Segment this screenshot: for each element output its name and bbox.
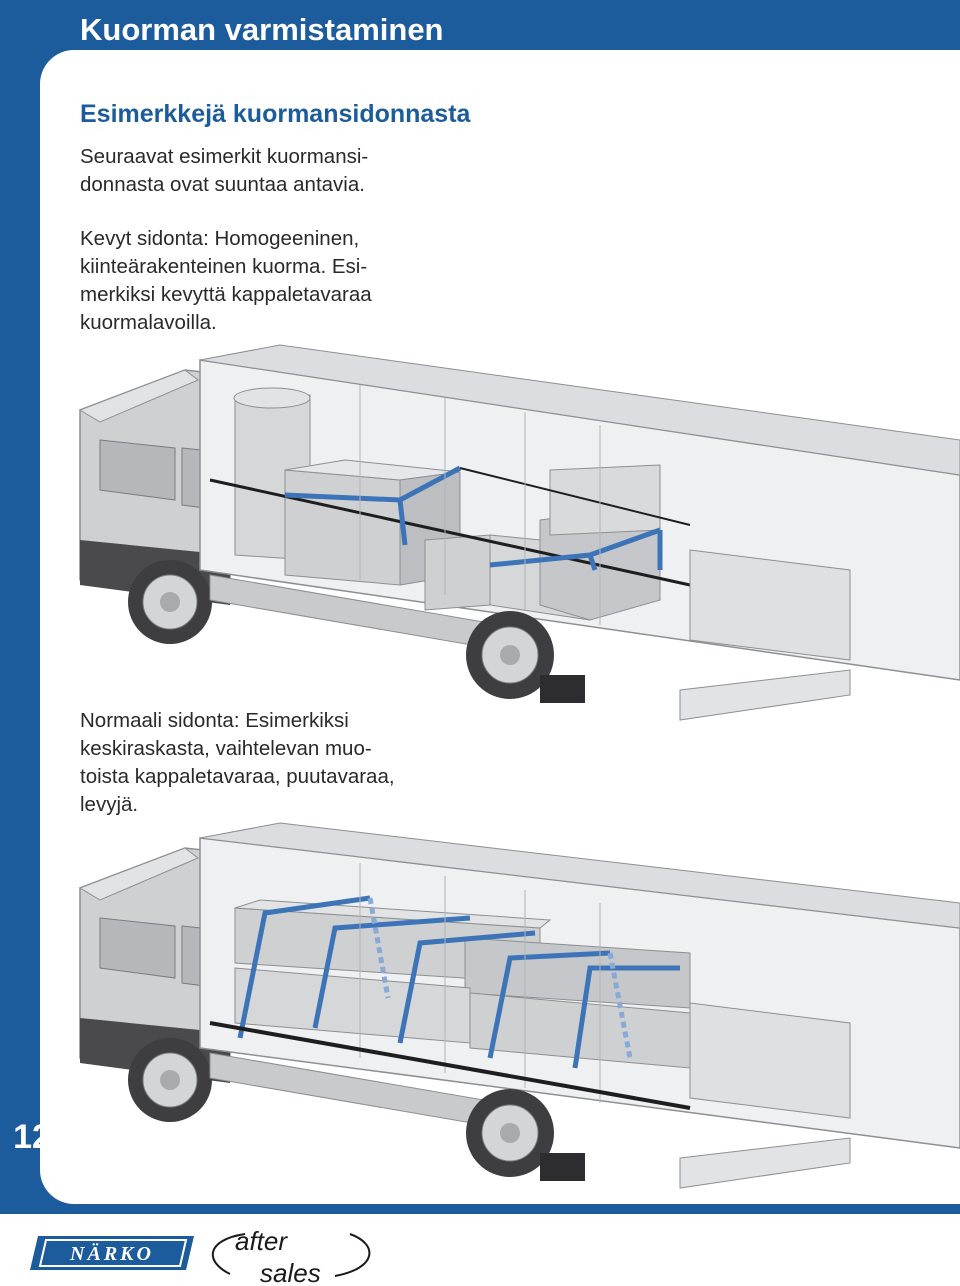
truck-light-securing-illustration xyxy=(78,344,960,721)
light-line: kiinteärakenteinen kuorma. Esi- xyxy=(80,255,368,278)
intro-line: donnasta ovat suuntaa antavia. xyxy=(80,173,365,196)
after-sales-logo: after sales xyxy=(211,1226,371,1286)
narko-logo-text: NÄRKO xyxy=(69,1242,154,1265)
normal-line: Normaali sidonta: Esimerkiksi xyxy=(80,709,349,732)
light-line: Kevyt sidonta: Homogeeninen, xyxy=(80,227,360,250)
normal-line: keskiraskasta, vaihtelevan muo- xyxy=(80,737,372,760)
after-text: after xyxy=(235,1226,288,1256)
light-line: merkiksi kevyttä kappaletavaraa xyxy=(80,283,372,306)
light-line: kuormalavoilla. xyxy=(80,311,217,334)
truck-normal-securing-illustration xyxy=(78,822,960,1189)
intro-line: Seuraavat esimerkit kuormansi- xyxy=(80,145,369,168)
normal-securing-paragraph: Normaali sidonta: Esimerkiksi keskiraska… xyxy=(80,707,395,819)
light-securing-paragraph: Kevyt sidonta: Homogeeninen, kiinteärake… xyxy=(80,225,372,337)
page-title: Kuorman varmistaminen xyxy=(80,12,444,47)
intro-paragraph: Seuraavat esimerkit kuormansi- donnasta … xyxy=(80,143,368,199)
sales-text: sales xyxy=(260,1258,321,1286)
narko-logo: NÄRKO xyxy=(30,1236,194,1270)
page-number: 12 xyxy=(13,1118,51,1156)
section-title: Esimerkkejä kuormansidonnasta xyxy=(80,100,471,128)
normal-line: levyjä. xyxy=(80,793,139,816)
normal-line: toista kappaletavaraa, puutavaraa, xyxy=(80,765,395,788)
